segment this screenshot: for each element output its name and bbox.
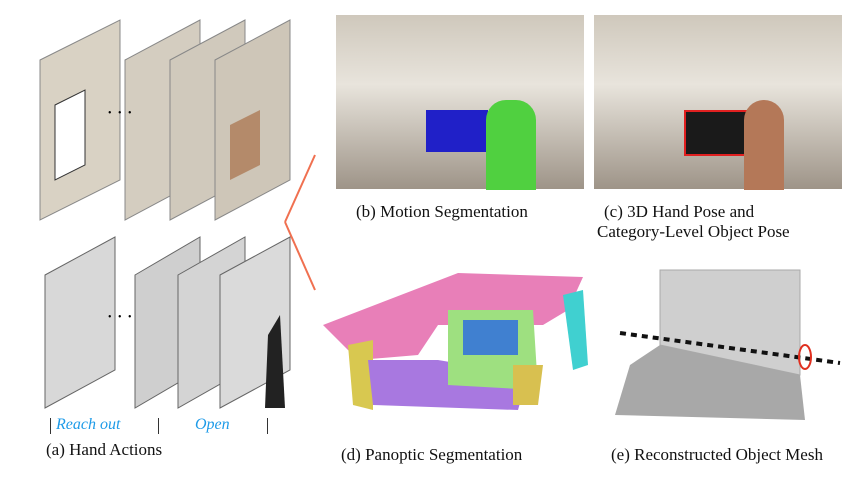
- caption-a: (a) Hand Actions: [46, 440, 163, 459]
- action-timeline: Reach out Open: [50, 416, 270, 436]
- caption-d: (d) Panoptic Segmentation: [341, 445, 523, 464]
- motion-segmentation-image: [336, 15, 584, 190]
- reconstructed-mesh-image: [615, 269, 841, 420]
- panoptic-segmentation-image: [323, 273, 588, 410]
- ellipsis-depth: • • •: [108, 312, 134, 323]
- hand-object-pose-image: [594, 15, 842, 190]
- connector-lines: [284, 154, 316, 291]
- rotation-arrow-icon: [798, 344, 812, 370]
- caption-b: (b) Motion Segmentation: [356, 202, 528, 221]
- caption-c-line2: Category-Level Object Pose: [597, 222, 790, 241]
- rgb-frames: [39, 19, 291, 221]
- caption-e: (e) Reconstructed Object Mesh: [611, 445, 823, 464]
- action-reach-out: Reach out: [56, 416, 121, 433]
- caption-c-line1: (c) 3D Hand Pose and: [604, 202, 755, 221]
- depth-frames: [44, 236, 291, 409]
- rotation-axis: [619, 331, 841, 365]
- ellipsis-rgb: • • •: [108, 108, 134, 119]
- action-open: Open: [195, 416, 230, 433]
